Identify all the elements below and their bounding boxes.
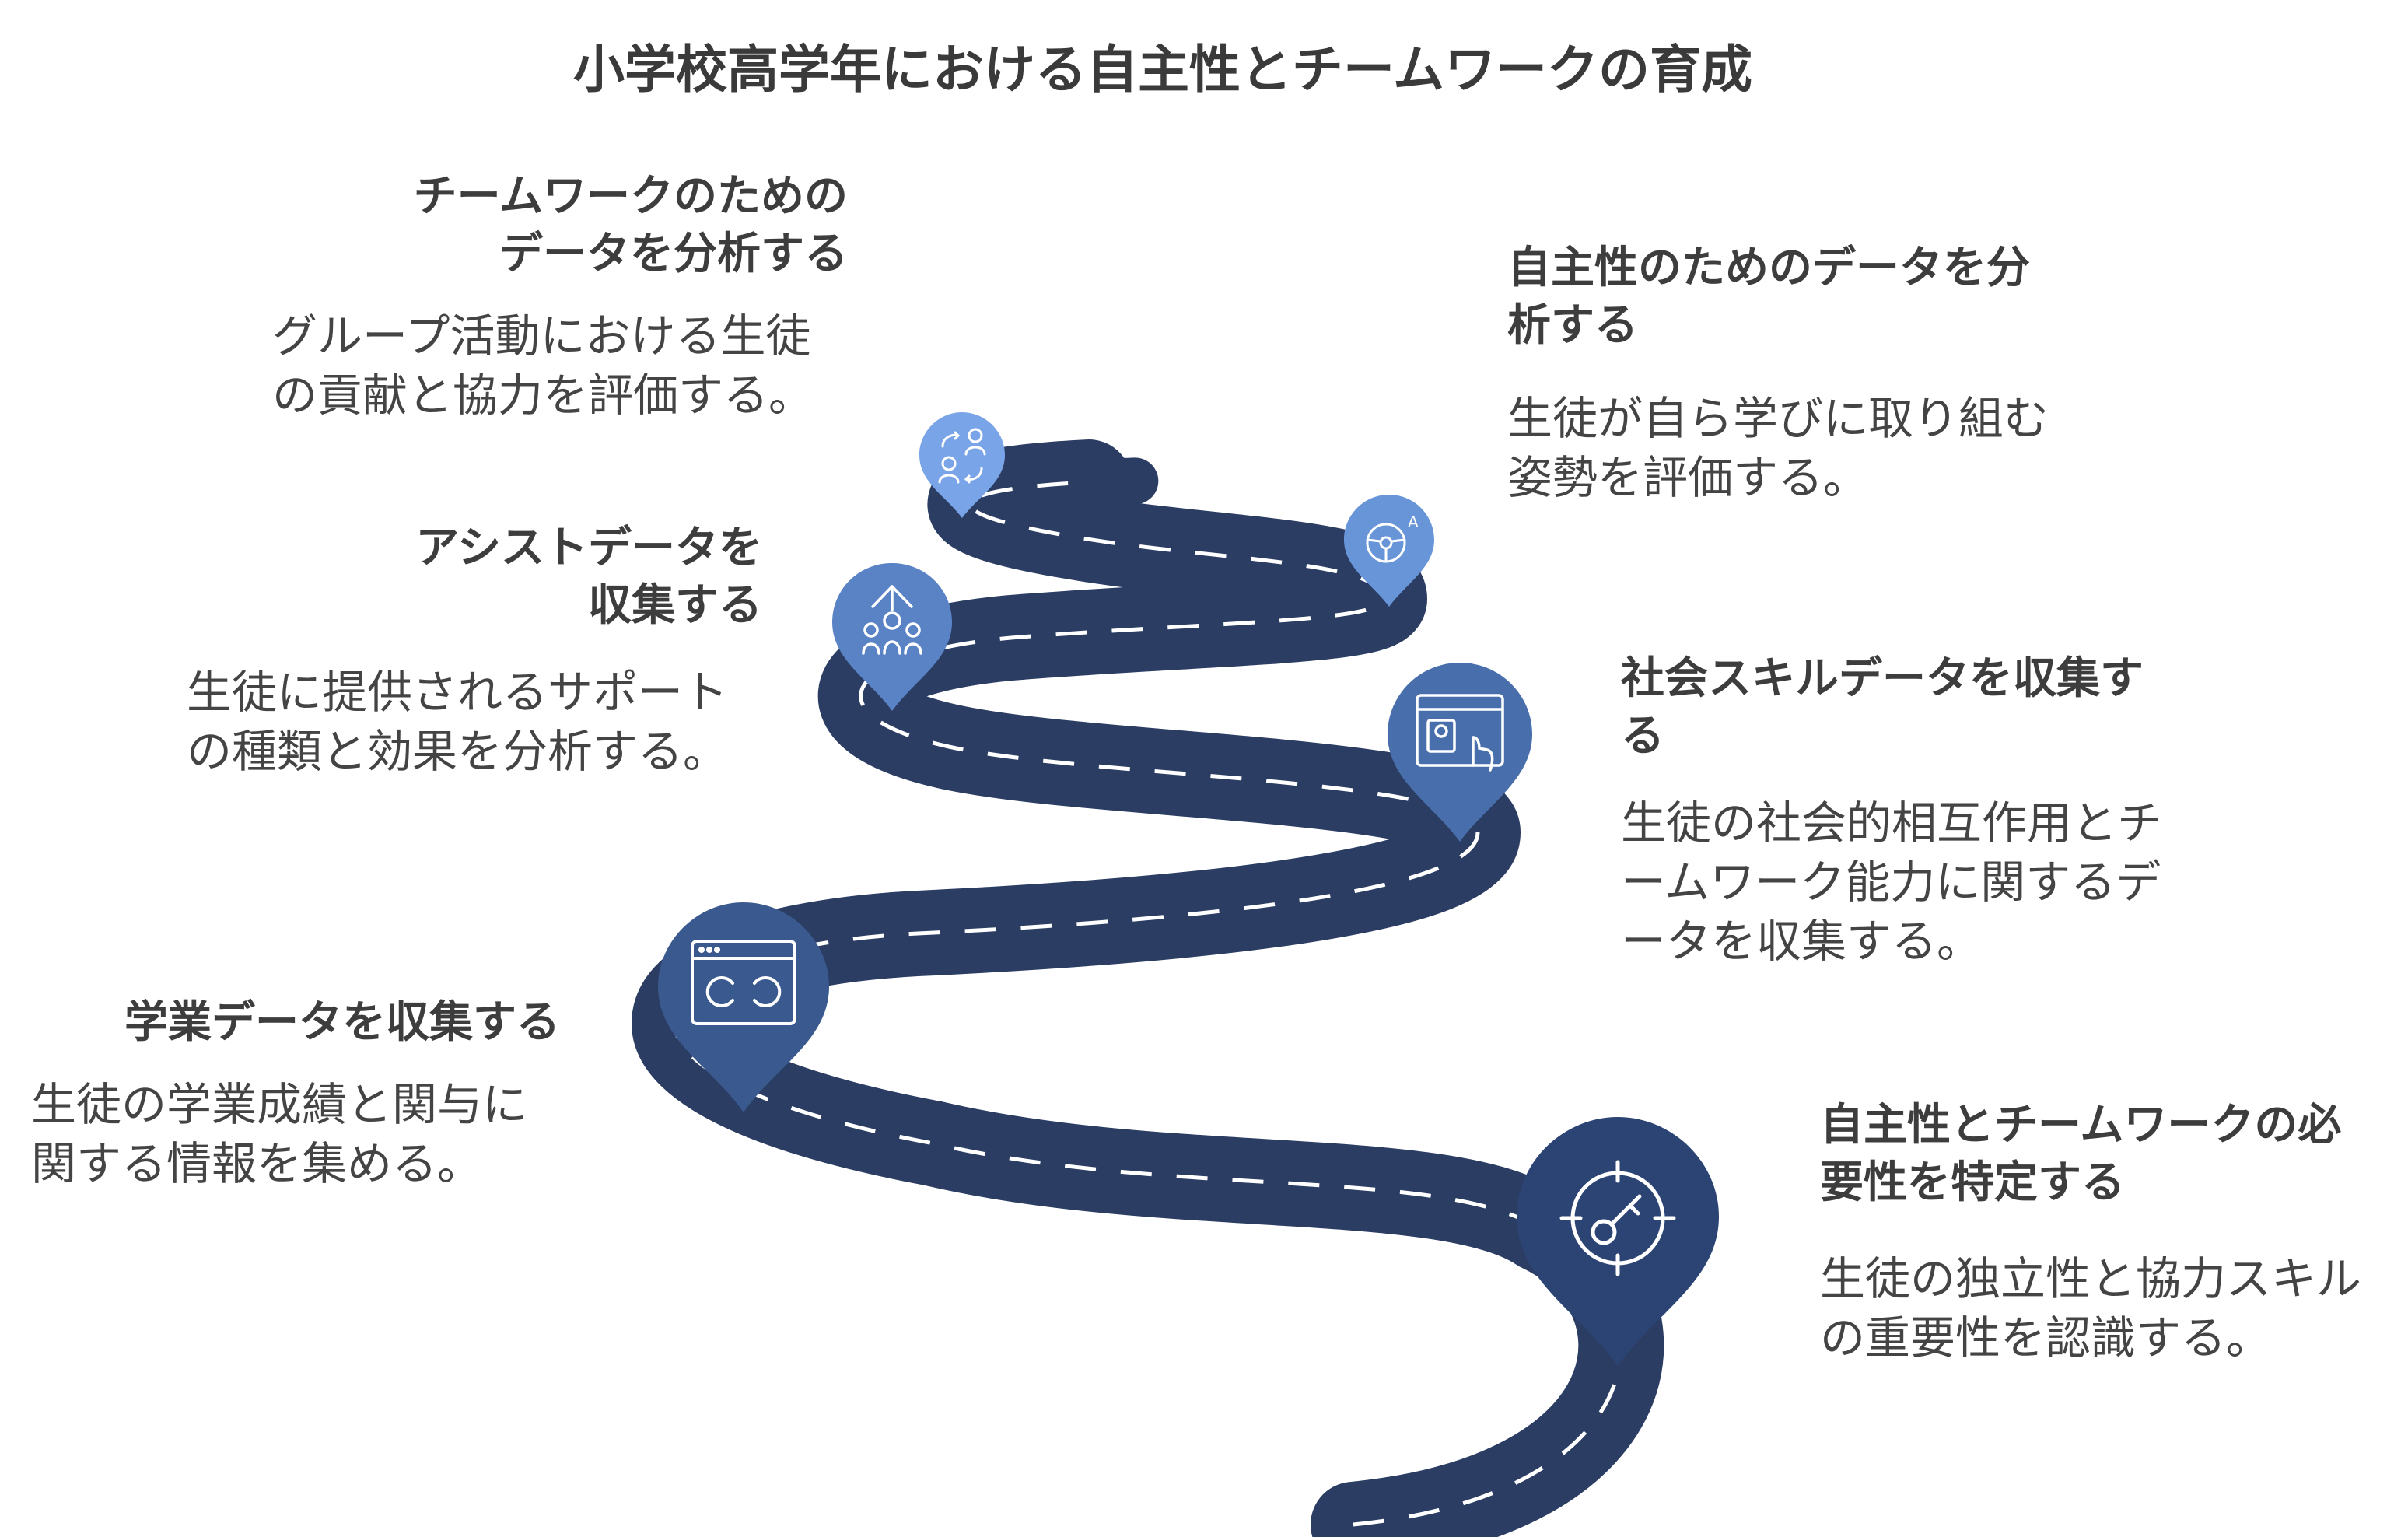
step-description: 生徒に提供されるサポートの種類と効果を分析する。 xyxy=(187,666,729,778)
step-analyze-teamwork: チームワークのためのデータを分析する グループ活動における生徒の貢献と協力を評価… xyxy=(272,168,848,425)
steering-wheel-icon: A xyxy=(1366,513,1419,563)
pin-step-3 xyxy=(1388,663,1532,842)
step-assist-data: アシストデータを収集する 生徒に提供されるサポートの種類と効果を分析する。 xyxy=(187,520,762,781)
step-description: 生徒の独立性と協力スキルの重要性を認識する。 xyxy=(1820,1252,2362,1364)
pin-step-1 xyxy=(1517,1117,1719,1366)
team-growth-icon xyxy=(862,585,922,655)
target-key-icon xyxy=(1559,1160,1676,1276)
road-tail xyxy=(1050,457,1159,510)
step-description: 生徒の社会的相互作用とチームワーク能力に関するデータを収集する。 xyxy=(1621,797,2163,968)
step-identify-needs: 自主性とチームワークの必要性を特定する 生徒の独立性と協力スキルの重要性を認識す… xyxy=(1820,1097,2380,1367)
step-description: 生徒の学業成績と関与に関する情報を集める。 xyxy=(31,1078,528,1190)
step-heading: 学業データを収集する xyxy=(124,997,560,1048)
step-social-skill-data: 社会スキルデータを収集する 生徒の社会的相互作用とチームワーク能力に関するデータ… xyxy=(1621,650,2165,971)
browser-refresh-icon xyxy=(691,940,796,1025)
step-analyze-autonomy: 自主性のためのデータを分析する 生徒が自ら学びに取り組む姿勢を評価する。 xyxy=(1507,240,2052,507)
pin-step-4 xyxy=(832,563,952,711)
step-description: グループ活動における生徒の貢献と協力を評価する。 xyxy=(272,310,814,422)
step-heading: 自主性とチームワークの必要性を特定する xyxy=(1820,1100,2342,1208)
step-heading: 自主性のためのデータを分析する xyxy=(1507,243,2030,351)
step-description: 生徒が自ら学びに取り組む姿勢を評価する。 xyxy=(1507,392,2049,504)
pin-step-5: A xyxy=(1344,495,1434,607)
step-heading: チームワークのためのデータを分析する xyxy=(413,171,848,279)
step-heading: アシストデータを収集する xyxy=(415,523,762,631)
people-exchange-icon xyxy=(938,428,986,484)
pin-step-2 xyxy=(658,902,829,1112)
step-academic-data: 学業データを収集する 生徒の学業成績と関与に関する情報を集める。 xyxy=(31,994,560,1193)
browser-user-touch-icon xyxy=(1416,694,1504,772)
page-title: 小学校高学年における自主性とチームワークの育成 xyxy=(572,40,1753,100)
pin-step-6 xyxy=(919,412,1005,518)
step-heading: 社会スキルデータを収集する xyxy=(1621,653,2144,761)
svg-text:A: A xyxy=(1408,513,1419,531)
